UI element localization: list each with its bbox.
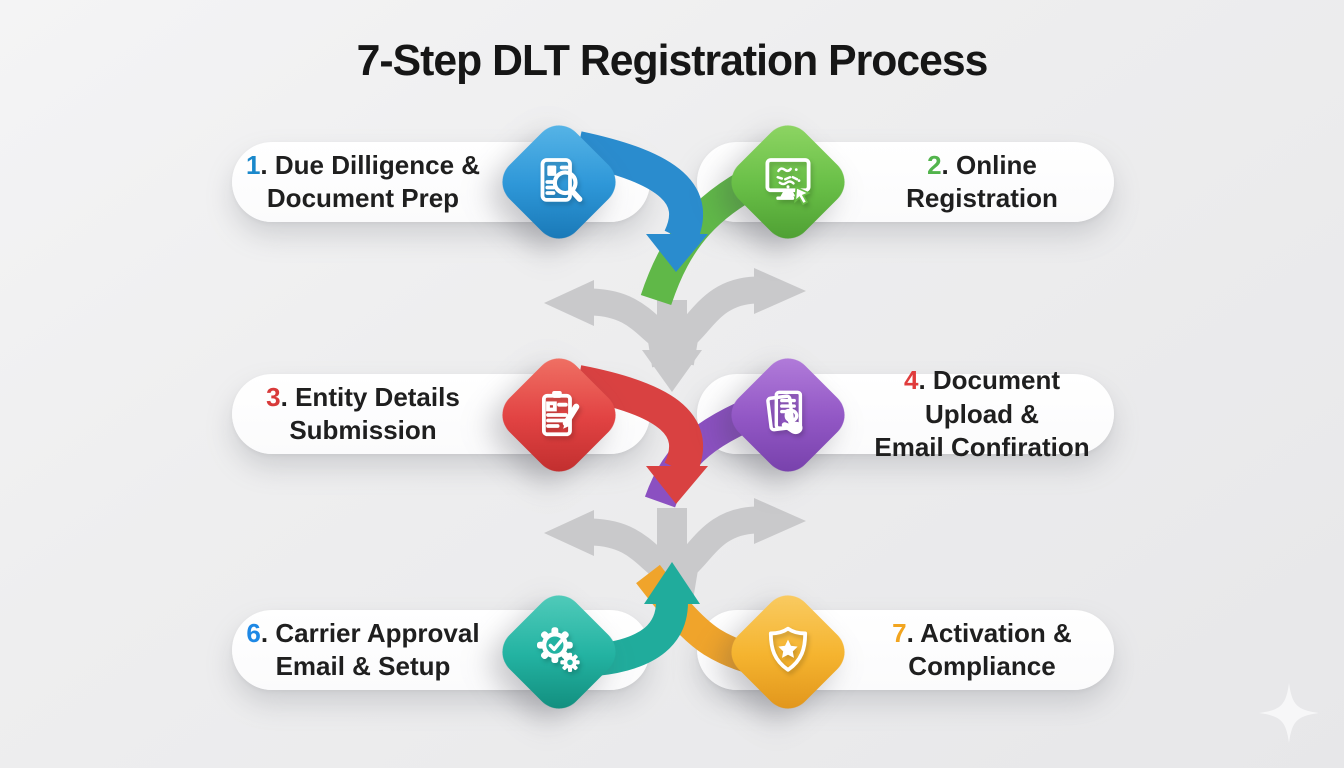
- step-4-label: 4. Document Upload & Email Confiration: [874, 365, 1090, 462]
- gear-check-icon: [537, 627, 580, 672]
- red-down-arrowhead: [646, 466, 708, 504]
- sparkle-icon: [1259, 683, 1319, 743]
- document-search-icon: [540, 158, 583, 202]
- monitor-registration-icon: [765, 158, 811, 206]
- step-3-diamond: [492, 348, 626, 482]
- step-7-diamond: [721, 585, 855, 719]
- gray-left-arrowhead: [544, 280, 594, 326]
- step-3-label: 3. Entity Details Submission: [266, 381, 460, 445]
- step-2-label: 2. Online Registration: [906, 149, 1058, 213]
- gray-right-arrow-shaft: [646, 276, 758, 368]
- page-title: 7-Step DLT Registration Process: [356, 36, 989, 85]
- shield-star-icon: [768, 626, 808, 672]
- step-1-label: 1. Due Dilligence & Document Prep: [245, 149, 481, 213]
- step-1-diamond: [492, 115, 626, 249]
- blue-ribbon: [574, 131, 704, 246]
- blue-down-arrowhead: [646, 234, 708, 272]
- step-7-label: 7. Activation & Compliance: [892, 617, 1072, 681]
- step-7-number: 7: [892, 617, 907, 648]
- step-6-diamond: [492, 585, 626, 719]
- step-2-number: 2: [927, 149, 942, 180]
- gray-right-arrowhead: [754, 268, 806, 314]
- step-6-label: 6. Carrier Approval Email & Setup: [246, 617, 480, 681]
- step-3-number: 3: [266, 381, 281, 412]
- gray-merge-arrows-top: [544, 268, 806, 392]
- gray-left-arrowhead: [544, 510, 594, 556]
- step-2-diamond: [721, 115, 855, 249]
- clipboard-pencil-icon: [541, 390, 580, 437]
- step-1-number: 1: [245, 149, 261, 180]
- gray-right-arrowhead: [754, 498, 806, 544]
- step-6-number: 6: [246, 617, 261, 648]
- gear-small: [560, 652, 580, 672]
- document-tap-icon: [766, 390, 803, 435]
- gear-large: [537, 627, 573, 663]
- step-4-number: 4: [903, 365, 919, 396]
- teal-up-arrowhead: [644, 562, 700, 604]
- red-ribbon: [574, 365, 704, 478]
- step-4-diamond: [721, 348, 855, 482]
